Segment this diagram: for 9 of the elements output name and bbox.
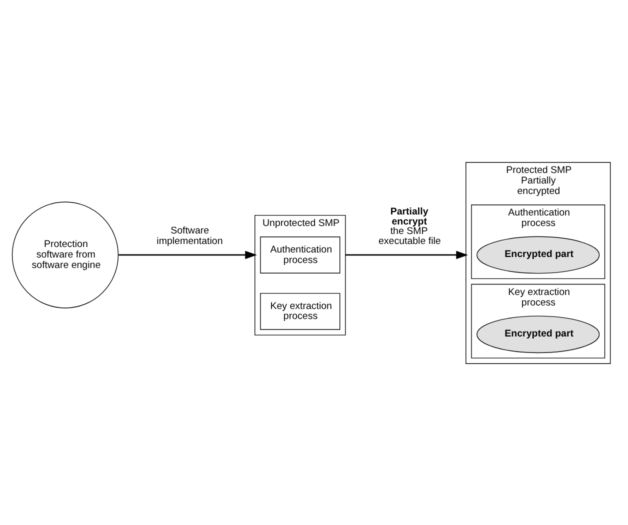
edge-label: Partially encrypt the SMP executable file <box>378 206 441 246</box>
arrow <box>345 250 468 259</box>
arrow <box>118 250 257 259</box>
edge-label: Software implementation <box>156 225 223 246</box>
node-box: Authentication process <box>260 236 340 273</box>
node-box: Key extraction process <box>260 292 340 330</box>
node-ellipse: Encrypted part <box>476 315 600 353</box>
node-ellipse: Encrypted part <box>476 236 600 274</box>
node-circle: Protection software from software engine <box>12 201 119 308</box>
